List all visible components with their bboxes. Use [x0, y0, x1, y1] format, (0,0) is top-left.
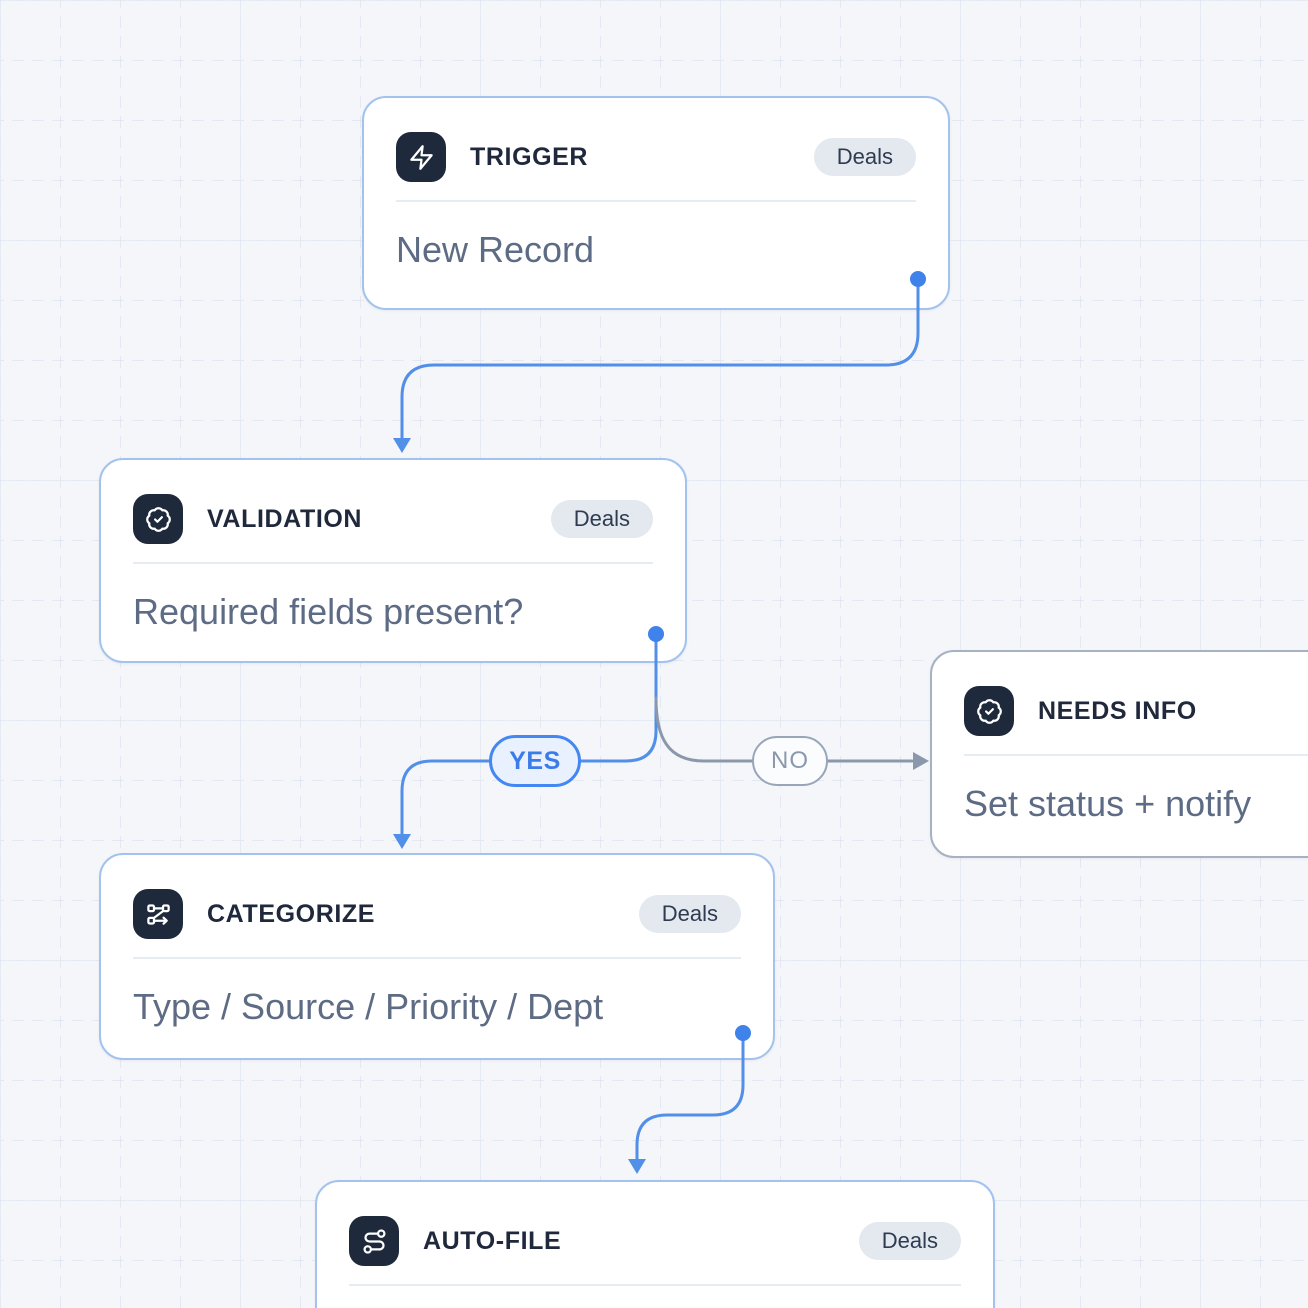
- node-title: VALIDATION: [207, 504, 363, 533]
- divider: [133, 957, 741, 959]
- node-body-text: Required fields present?: [133, 591, 524, 632]
- node-categorize[interactable]: CATEGORIZE Deals Type / Source / Priorit…: [99, 853, 775, 1060]
- node-header: TRIGGER Deals: [396, 98, 916, 182]
- deals-badge: Deals: [638, 895, 741, 933]
- node-title: CATEGORIZE: [207, 899, 376, 928]
- divider: [964, 754, 1308, 756]
- badge-check-icon: [964, 686, 1014, 736]
- badge-check-icon: [133, 494, 183, 544]
- node-header: AUTO-FILE Deals: [349, 1182, 961, 1266]
- no-edge-label[interactable]: NO: [752, 736, 828, 786]
- node-body-text: Type / Source / Priority / Dept: [133, 986, 604, 1027]
- divider: [396, 200, 916, 202]
- deals-badge: Deals: [813, 138, 916, 176]
- node-body-text: New Record: [396, 229, 595, 270]
- node-title: AUTO-FILE: [423, 1226, 562, 1255]
- zap-icon: [396, 132, 446, 182]
- node-validation[interactable]: VALIDATION Deals Required fields present…: [99, 458, 687, 663]
- node-needs-info[interactable]: NEEDS INFO Set status + notify: [930, 650, 1308, 858]
- node-title: TRIGGER: [470, 142, 589, 171]
- deals-badge: Deals: [858, 1222, 961, 1260]
- node-body-text: Set status + notify: [964, 783, 1252, 824]
- deals-badge: Deals: [550, 500, 653, 538]
- branch-steps-icon: [133, 889, 183, 939]
- divider: [133, 562, 653, 564]
- node-auto-file[interactable]: AUTO-FILE Deals: [315, 1180, 995, 1308]
- node-header: CATEGORIZE Deals: [133, 855, 741, 939]
- yes-edge-label[interactable]: YES: [489, 735, 581, 787]
- divider: [349, 1284, 961, 1286]
- node-header: NEEDS INFO: [964, 652, 1308, 736]
- node-title: NEEDS INFO: [1038, 696, 1197, 725]
- route-icon: [349, 1216, 399, 1266]
- node-header: VALIDATION Deals: [133, 460, 653, 544]
- node-trigger[interactable]: TRIGGER Deals New Record: [362, 96, 950, 310]
